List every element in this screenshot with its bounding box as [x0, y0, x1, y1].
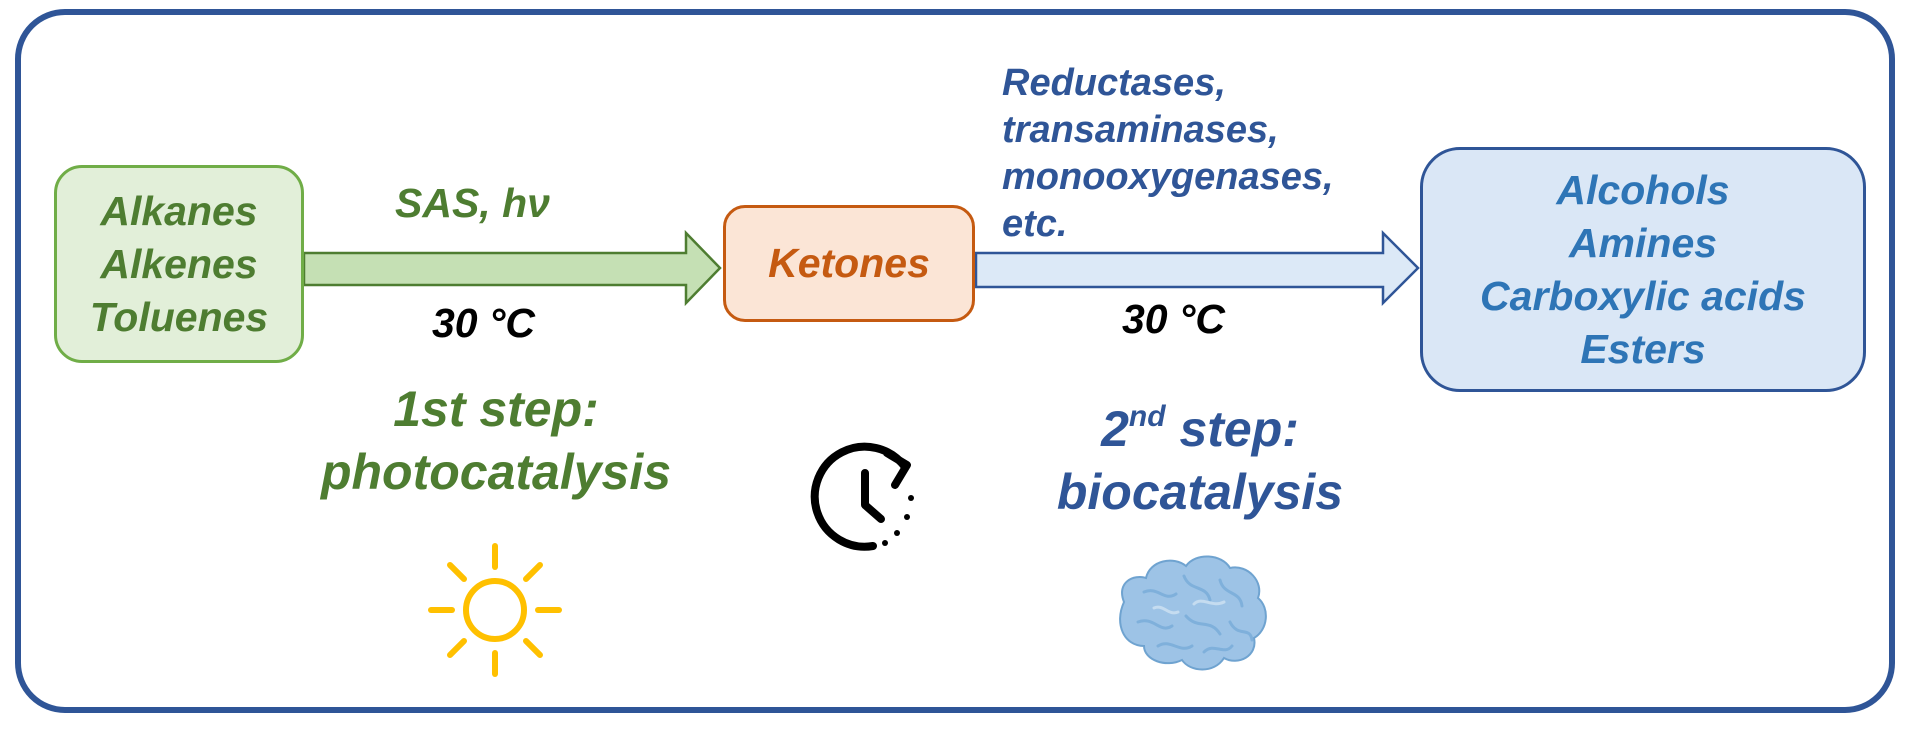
step1-title-line2: photocatalysis	[320, 444, 672, 500]
step2-title: 2nd step: biocatalysis	[1010, 385, 1390, 524]
product-label: Carboxylic acids	[1480, 272, 1806, 319]
product-label: Alcohols	[1556, 166, 1730, 213]
reactant-label: Toluenes	[89, 293, 269, 340]
biocatalysis-arrow	[974, 229, 1420, 307]
photocatalysis-arrow	[302, 229, 722, 307]
step1-temperature: 30 °C	[432, 300, 536, 346]
step2-temperature: 30 °C	[1122, 296, 1226, 342]
enzyme-item: etc.	[1002, 203, 1068, 245]
products-box: Alcohols Amines Carboxylic acids Esters	[1420, 147, 1866, 392]
step1-title-line1: 1st step:	[393, 381, 599, 437]
reactant-label: Alkanes	[100, 187, 258, 234]
diagram-frame	[15, 9, 1895, 713]
step1-title: 1st step: photocatalysis	[306, 378, 686, 504]
enzyme-list: Reductases, transaminases, monooxygenase…	[1002, 60, 1334, 248]
step1-reagents: SAS, hν	[395, 180, 550, 226]
enzyme-item: monooxygenases,	[1002, 156, 1334, 198]
ketones-box: Ketones	[723, 205, 975, 322]
enzyme-item: transaminases,	[1002, 109, 1279, 151]
step2-title-line2: biocatalysis	[1056, 464, 1344, 520]
reactant-label: Alkenes	[100, 240, 258, 287]
enzyme-item: Reductases,	[1002, 62, 1226, 104]
reactants-box: Alkanes Alkenes Toluenes	[54, 165, 304, 363]
product-label: Esters	[1580, 325, 1706, 372]
product-label: Amines	[1568, 219, 1718, 266]
step2-title-line1: 2nd step:	[1101, 400, 1299, 457]
intermediate-label: Ketones	[768, 240, 930, 286]
